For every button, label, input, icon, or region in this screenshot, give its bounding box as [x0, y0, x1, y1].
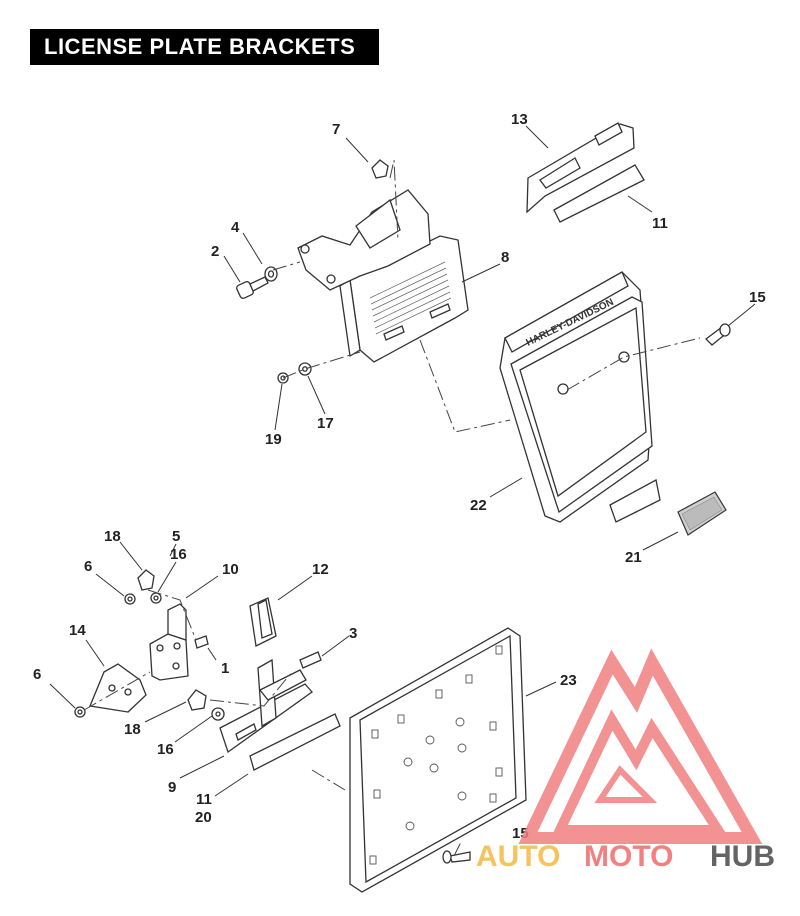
cap-18-upper — [137, 569, 155, 591]
mounting-plate-23 — [349, 627, 527, 893]
callout-6-upper: 6 — [84, 558, 92, 575]
upper-bracket-8 — [297, 189, 469, 363]
callout-19: 19 — [265, 431, 282, 448]
washer-17 — [298, 362, 312, 376]
callout-9: 9 — [168, 779, 176, 796]
callout-16-upper: 16 — [170, 546, 187, 563]
nut-6-upper — [124, 593, 136, 605]
bracket-9 — [219, 658, 313, 754]
callout-22: 22 — [470, 497, 487, 514]
callout-12: 12 — [312, 561, 329, 578]
nut-6-lower — [74, 706, 86, 718]
washer-16-upper — [150, 592, 162, 604]
bolt-2 — [236, 276, 269, 299]
reflector-21 — [677, 491, 727, 536]
callout-3: 3 — [349, 625, 357, 642]
callout-6-lower: 6 — [33, 666, 41, 683]
clip-12 — [249, 597, 277, 647]
callout-14: 14 — [69, 622, 86, 639]
screw-15-lower — [442, 850, 471, 864]
watermark-moto: MOTO — [584, 840, 673, 873]
cap-18-lower — [187, 689, 207, 711]
callout-5: 5 — [172, 528, 180, 545]
strip-11-lower — [249, 713, 341, 771]
callout-17: 17 — [317, 415, 334, 432]
bracket-13 — [526, 122, 635, 214]
plate-frame-22: HARLEY-DAVIDSON — [499, 271, 661, 523]
plate-10 — [149, 603, 189, 681]
callout-11-lower: 11 — [196, 791, 212, 808]
callout-4: 4 — [231, 219, 240, 236]
assembly-lines — [83, 159, 701, 857]
page-title: LICENSE PLATE BRACKETS — [30, 29, 379, 65]
callout-2: 2 — [211, 243, 219, 260]
callout-21: 21 — [625, 549, 642, 566]
callout-16-lower: 16 — [157, 741, 174, 758]
leader-lines — [49, 125, 756, 797]
strip-11-upper — [553, 164, 645, 223]
callout-18-upper: 18 — [104, 528, 121, 545]
watermark-hub: HUB — [710, 840, 775, 873]
screw-15-upper — [705, 323, 731, 346]
cap-7 — [371, 159, 389, 179]
callout-20: 20 — [195, 809, 212, 826]
callout-18-lower: 18 — [124, 721, 141, 738]
screw-1 — [194, 635, 209, 649]
bracket-14 — [89, 663, 147, 713]
callout-11-upper: 11 — [652, 215, 668, 232]
watermark-auto: AUTO — [476, 840, 560, 873]
callout-23: 23 — [560, 672, 577, 689]
callout-10: 10 — [222, 561, 239, 578]
callout-7: 7 — [332, 121, 340, 138]
callout-13: 13 — [511, 111, 528, 128]
washer-4 — [264, 266, 278, 282]
washer-16-lower — [211, 707, 225, 721]
callout-8: 8 — [501, 249, 509, 266]
callout-1: 1 — [221, 660, 229, 677]
screw-3 — [299, 651, 322, 669]
watermark-logo: AUTO MOTO HUB — [476, 648, 775, 873]
callout-15-upper: 15 — [749, 289, 766, 306]
callout-labels: 7 4 2 8 13 11 15 17 19 22 21 18 5 16 6 1… — [33, 111, 766, 842]
